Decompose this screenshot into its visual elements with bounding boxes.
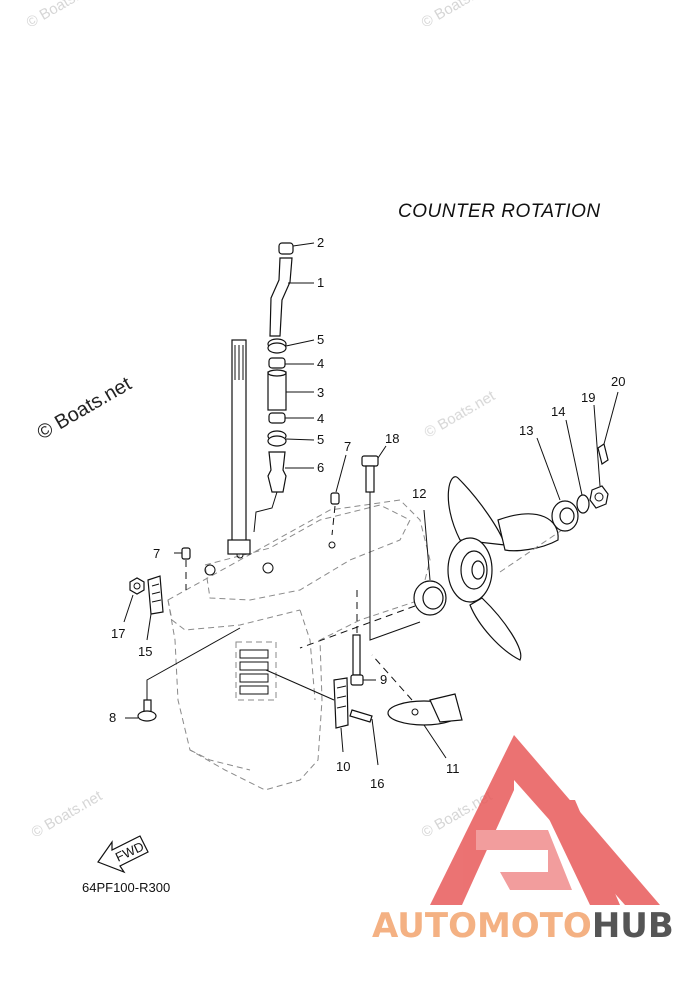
callout-10: 10 [336, 759, 350, 774]
callout-13: 17 [111, 626, 125, 641]
watermark-bottom-left: © Boats.net [29, 787, 106, 841]
gearcase-vents [235, 641, 277, 701]
part-4-seal-top [268, 357, 314, 369]
part-14-trim-tab [371, 654, 463, 759]
callout-20: 20 [611, 374, 625, 389]
brand-logo: AUTOMOTOHUB [372, 735, 674, 946]
watermark-prominent: © Boats.net [34, 373, 136, 445]
callout-7-right: 7 [344, 439, 351, 454]
gearcase-drawing [167, 499, 431, 791]
part-19-prop-nut [589, 404, 609, 509]
callout-11: 15 [138, 644, 152, 659]
brand-wordmark: AUTOMOTOHUB [372, 906, 674, 946]
brand-part-b: HUB [592, 906, 674, 946]
part-7-dowel-left [174, 547, 191, 590]
callout-15: 18 [385, 431, 399, 446]
part-17-spacer [536, 437, 579, 532]
callout-8: 8 [109, 710, 116, 725]
callout-6: 6 [317, 460, 324, 475]
part-12-screw [349, 709, 379, 766]
callout-19: 19 [581, 390, 595, 405]
part-15-bolt [361, 445, 421, 641]
part-1-water-tube [269, 257, 314, 337]
watermark-top-left: © Boats.net [24, 0, 101, 31]
part-9-bolt [350, 590, 376, 686]
callout-5-bottom: 5 [317, 432, 324, 447]
part-2-grommet [278, 242, 315, 255]
callout-1: 1 [317, 275, 324, 290]
callout-12: 16 [370, 776, 384, 791]
callouts: 2 1 5 4 3 4 5 6 7 18 7 17 15 8 9 10 16 1… [109, 235, 625, 791]
part-16-thrust-washer [299, 509, 447, 649]
callout-16: 12 [412, 486, 426, 501]
part-7-dowel-right [330, 454, 347, 536]
watermark-mid-right: © Boats.net [422, 387, 499, 441]
drive-shaft [227, 339, 251, 555]
part-13-nut [123, 577, 145, 623]
part-5-oring-top [267, 338, 315, 354]
callout-3: 3 [317, 385, 324, 400]
part-8-bolt [125, 627, 241, 722]
callout-14: 11 [446, 761, 460, 776]
diagram-code: 64PF100-R300 [82, 880, 170, 895]
part-5-oring-bottom [267, 430, 315, 447]
callout-4-top: 4 [317, 356, 324, 371]
callout-9: 9 [380, 672, 387, 687]
brand-part-a: AUTOMOTO [372, 906, 592, 946]
diagram-title: COUNTER ROTATION [398, 201, 601, 222]
part-20-cotter-pin [597, 391, 619, 465]
part-3-sleeve [267, 369, 314, 411]
callout-4-bottom: 4 [317, 411, 324, 426]
part-6-grommet [253, 451, 314, 533]
part-18-washer [565, 419, 590, 514]
callout-5-top: 5 [317, 332, 324, 347]
propeller [447, 476, 566, 661]
part-10-anode [265, 669, 349, 753]
callout-2: 2 [317, 235, 324, 250]
callout-18: 14 [551, 404, 565, 419]
watermark-top-right: © Boats.net [419, 0, 496, 31]
fwd-arrow-icon: FWD [97, 835, 149, 874]
brand-logo-mark-icon [430, 735, 660, 905]
part-4-seal-bottom [268, 412, 314, 424]
callout-17: 13 [519, 423, 533, 438]
callout-7-left: 7 [153, 546, 160, 561]
part-11-anode-left [146, 575, 164, 641]
